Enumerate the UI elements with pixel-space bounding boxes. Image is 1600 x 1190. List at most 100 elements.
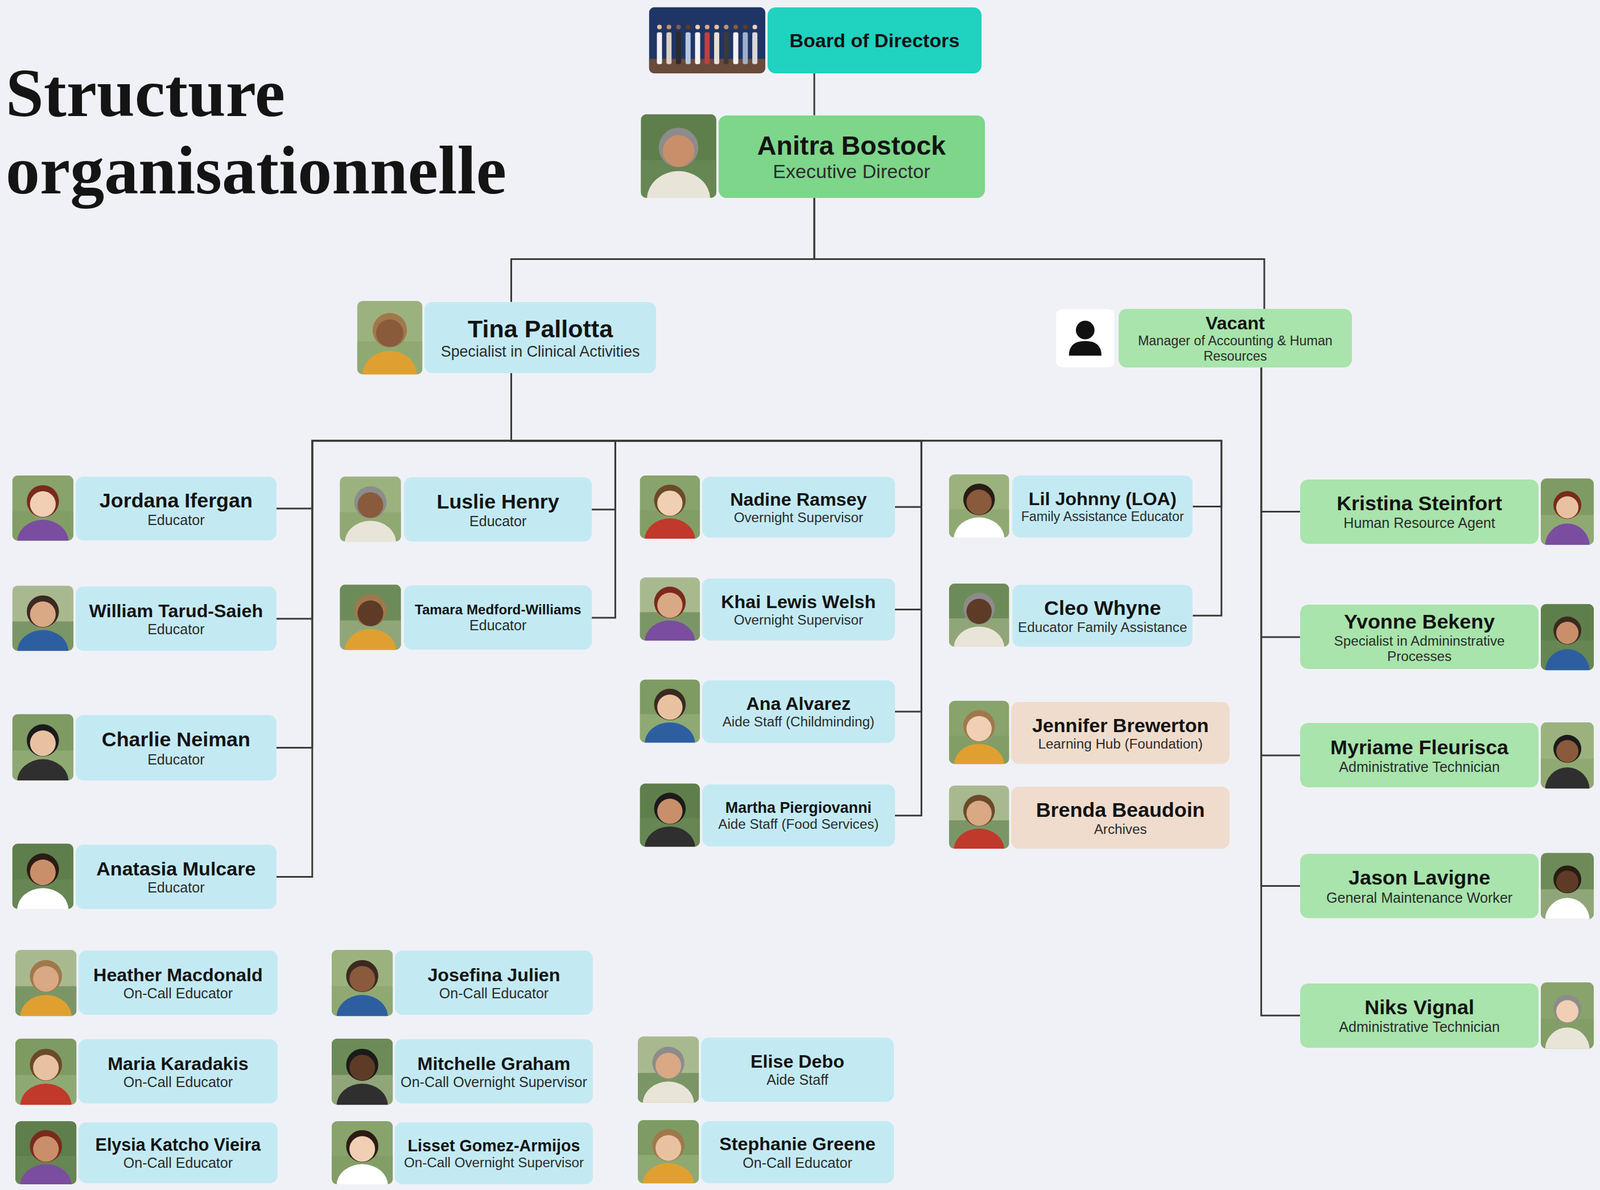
person-name: Myriame Fleurisca bbox=[1330, 736, 1509, 760]
portrait-shoulders bbox=[644, 722, 696, 744]
portrait-image bbox=[15, 1038, 77, 1106]
person-box: Myriame FleuriscaAdministrative Technici… bbox=[1300, 723, 1540, 788]
person-box: Tamara Medford-WilliamsEducator bbox=[403, 585, 592, 650]
person-box: Martha PiergiovanniAide Staff (Food Serv… bbox=[702, 784, 896, 847]
portrait-shoulders bbox=[20, 1083, 72, 1105]
portrait-face bbox=[357, 492, 383, 518]
connector-line bbox=[1261, 367, 1301, 1017]
portrait-face bbox=[349, 966, 375, 992]
board-member-head bbox=[666, 24, 672, 30]
job-title: On-Call Educator bbox=[123, 1155, 233, 1171]
board-member-head bbox=[723, 24, 729, 30]
job-title: Specialist in Clinical Activities bbox=[440, 343, 641, 361]
portrait-hair bbox=[654, 484, 687, 517]
board-member-figure bbox=[704, 32, 710, 65]
portrait-face bbox=[30, 730, 56, 757]
person-name: Anatasia Mulcare bbox=[96, 858, 256, 880]
portrait-image bbox=[15, 1121, 77, 1185]
job-title: Administrative Technician bbox=[1338, 1019, 1500, 1035]
job-title: Overnight Supervisor bbox=[733, 509, 864, 526]
person-name: Niks Vignal bbox=[1364, 996, 1475, 1020]
job-title: Educator bbox=[469, 617, 527, 634]
portrait-hair bbox=[963, 483, 996, 516]
person-box: Jennifer BrewertonLearning Hub (Foundati… bbox=[1011, 702, 1230, 765]
connector-line bbox=[511, 198, 815, 303]
portrait-face bbox=[30, 491, 56, 518]
person-name: Martha Piergiovanni bbox=[725, 799, 872, 817]
portrait-photo bbox=[640, 114, 717, 229]
portrait-photo bbox=[12, 475, 74, 565]
job-title: Archives bbox=[1094, 821, 1148, 837]
portrait-photo bbox=[949, 474, 1010, 561]
person-name: Josefina Julien bbox=[427, 965, 560, 986]
portrait-photo bbox=[639, 679, 700, 766]
portrait-photo bbox=[639, 475, 700, 562]
job-title: Aide Staff (Childminding) bbox=[722, 714, 875, 730]
person-box: Nadine RamseyOvernight Supervisor bbox=[702, 476, 896, 539]
portrait-shoulders bbox=[20, 1164, 72, 1186]
board-photo-image bbox=[649, 7, 766, 74]
person-box: Mitchelle GrahamOn-Call Overnight Superv… bbox=[394, 1039, 593, 1104]
person-box: Tina PallottaSpecialist in Clinical Acti… bbox=[424, 302, 657, 374]
avatar-background bbox=[1056, 308, 1115, 367]
connector-line bbox=[511, 373, 922, 712]
portrait-face bbox=[1556, 621, 1579, 645]
portrait-image bbox=[357, 300, 423, 375]
portrait-photo bbox=[357, 300, 423, 402]
avatar-head bbox=[1075, 320, 1095, 340]
person-box: Jason LavigneGeneral Maintenance Worker bbox=[1300, 854, 1540, 919]
board-member-figure bbox=[742, 32, 748, 65]
portrait-shoulders bbox=[1544, 1027, 1590, 1049]
portrait-hair bbox=[26, 485, 59, 518]
person-box: Jordana IferganEducator bbox=[75, 476, 277, 542]
portrait-shoulders bbox=[1544, 767, 1590, 789]
person-name: Brenda Beaudoin bbox=[1036, 798, 1206, 822]
job-title: Family Assistance Educator bbox=[1021, 509, 1185, 525]
vacant-avatar-icon bbox=[1056, 308, 1115, 367]
portrait-photo bbox=[949, 583, 1010, 670]
portrait-face bbox=[1556, 496, 1579, 519]
portrait-hair bbox=[29, 960, 62, 993]
portrait-face bbox=[30, 859, 56, 886]
portrait-image bbox=[1540, 982, 1594, 1050]
job-title: Overnight Supervisor bbox=[733, 612, 864, 628]
person-box: Heather MacdonaldOn-Call Educator bbox=[78, 950, 278, 1016]
portrait-image bbox=[639, 577, 700, 641]
portrait-photo bbox=[15, 950, 77, 1041]
person-name: Ana Alvarez bbox=[746, 693, 852, 715]
portrait-hair bbox=[345, 1049, 378, 1082]
portrait-face bbox=[349, 1136, 375, 1162]
portrait-image bbox=[339, 476, 402, 543]
connector-line bbox=[1261, 367, 1301, 756]
portrait-image bbox=[12, 585, 74, 651]
board-member-figure bbox=[666, 32, 672, 65]
portrait-shoulders bbox=[17, 520, 69, 542]
portrait-face bbox=[657, 798, 683, 824]
portrait-hair bbox=[26, 595, 59, 628]
portrait-shoulders bbox=[336, 1164, 388, 1186]
person-name: Lisset Gomez-Armijos bbox=[407, 1136, 581, 1156]
portrait-face bbox=[655, 1135, 682, 1161]
person-box: Anitra BostockExecutive Director bbox=[718, 115, 985, 199]
person-box: VacantManager of Accounting & Human Reso… bbox=[1118, 308, 1353, 367]
person-name: William Tarud-Saieh bbox=[89, 600, 264, 622]
person-box: Lisset Gomez-ArmijosOn-Call Overnight Su… bbox=[394, 1122, 593, 1185]
job-title: Specialist in Admininstrative Processes bbox=[1304, 633, 1535, 665]
person-name: Luslie Henry bbox=[436, 490, 560, 514]
portrait-image bbox=[15, 950, 77, 1017]
portrait-shoulders bbox=[336, 1083, 388, 1105]
person-box: Josefina JulienOn-Call Educator bbox=[394, 950, 593, 1016]
portrait-image bbox=[637, 1036, 700, 1104]
person-name: Cleo Whyne bbox=[1044, 596, 1161, 620]
job-title: Aide Staff (Food Services) bbox=[718, 816, 879, 832]
portrait-shoulders bbox=[17, 888, 69, 910]
portrait-photo bbox=[339, 476, 402, 566]
portrait-hair bbox=[1553, 995, 1582, 1024]
board-member-head bbox=[733, 24, 738, 30]
portrait-image bbox=[949, 700, 1010, 765]
connector-line bbox=[813, 73, 816, 116]
job-title: Aide Staff bbox=[766, 1071, 828, 1088]
person-name: Charlie Neiman bbox=[101, 728, 251, 752]
person-name: Elysia Katcho Vieira bbox=[95, 1135, 262, 1155]
